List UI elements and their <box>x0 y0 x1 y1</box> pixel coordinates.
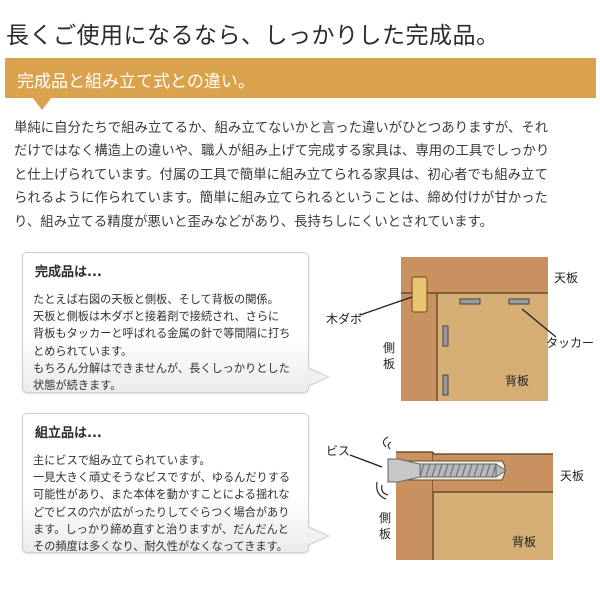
label-side-board-text: 側板 <box>382 341 395 371</box>
finished-line: 背板もタッカーと呼ばれる金属の針で等間隔に打ち <box>33 327 291 341</box>
finished-line: もちろん分解はできませんが、長くしっかりとした <box>33 361 290 375</box>
finished-body: たとえば右図の天板と側板、そして背板の関係。 天板と側板は木ダボと接着剤で接続さ… <box>33 291 290 394</box>
callout-tail <box>307 367 330 387</box>
intro-line: だけではなく構造上の違いや、職人が組み上げて完成する家具は、専用の工具でしっかり <box>14 144 550 160</box>
label-side-board-text: 側板 <box>378 511 391 541</box>
label-back-board: 背板 <box>505 374 530 388</box>
assembled-line: 一見大きく頑丈そうなビスですが、ゆるんだりする <box>33 471 291 485</box>
label-side-board: 側板 <box>378 510 392 542</box>
intro-paragraph: 単純に自分たちで組み立てるか、組み立てないかと言った違いがひとつありますが、それ… <box>14 117 590 234</box>
label-side-board: 側板 <box>382 340 396 372</box>
label-top-board: 天板 <box>554 271 579 285</box>
assembled-line: その頻度は多くなり、耐久性がなくなってきます。 <box>33 540 288 554</box>
section-banner: 完成品と組み立て式との違い。 <box>5 58 596 98</box>
callout-tail <box>307 526 330 546</box>
finished-joint-diagram: 天板 木ダボ タッカー 側板 背板 <box>320 245 600 410</box>
finished-line: 状態が続きます。 <box>33 379 122 393</box>
assembled-line: ます。しっかり締め直すと治りますが、だんだんと <box>33 522 289 536</box>
screw-joint-illustration <box>349 436 553 560</box>
assembled-line: 主にビスで組み立てられています。 <box>33 454 211 467</box>
assembled-product-callout: 組立品は... 主にビスで組み立てられています。 一見大きく頑丈そうなビスですが… <box>22 413 330 555</box>
wood-joint-illustration <box>359 257 557 401</box>
assembled-body: 主にビスで組み立てられています。 一見大きく頑丈そうなビスですが、ゆるんだりする… <box>33 452 290 555</box>
intro-line: と仕上げられています。付属の工具で簡単に組み立てられる家具は、初心者でも組み立て <box>14 167 548 183</box>
finished-product-callout: 完成品は... たとえば右図の天板と側板、そして背板の関係。 天板と側板は木ダボ… <box>22 252 330 394</box>
label-dowel: 木ダボ <box>326 312 363 326</box>
assembled-line: 可能性があり、また本体を動かすことによる揺れな <box>33 488 290 502</box>
label-tacker: タッカー <box>546 336 595 350</box>
finished-line: たとえば右図の天板と側板、そして背板の関係。 <box>33 293 279 306</box>
finished-line: とめられています。 <box>33 344 133 358</box>
assembled-heading: 組立品は... <box>35 426 102 441</box>
intro-line: り、組み立てる精度が悪いと歪みなどがあり、長持ちしにくいとされています。 <box>14 214 493 230</box>
label-back-board: 背板 <box>512 535 537 549</box>
intro-line: られるように作られています。簡単に組み立てられるということは、締め付けが甘かった <box>14 191 548 207</box>
page-title: 長くご使用になるなら、しっかりした完成品。 <box>6 23 500 49</box>
banner-pointer <box>32 97 52 110</box>
label-top-board: 天板 <box>560 469 585 483</box>
intro-line: 単純に自分たちで組み立てるか、組み立てないかと言った違いがひとつありますが、それ <box>14 121 549 136</box>
finished-line: 天板と側板は木ダボと接着剤で接続され、さらに <box>33 310 280 324</box>
finished-heading: 完成品は... <box>35 265 102 280</box>
assembled-line: どでビスの穴が広がったりしてぐらつく場合があり <box>33 505 290 519</box>
assembled-joint-diagram: ビス 天板 側板 背板 <box>320 425 600 590</box>
label-screw: ビス <box>326 444 351 458</box>
section-banner-title: 完成品と組み立て式との違い。 <box>17 72 255 92</box>
